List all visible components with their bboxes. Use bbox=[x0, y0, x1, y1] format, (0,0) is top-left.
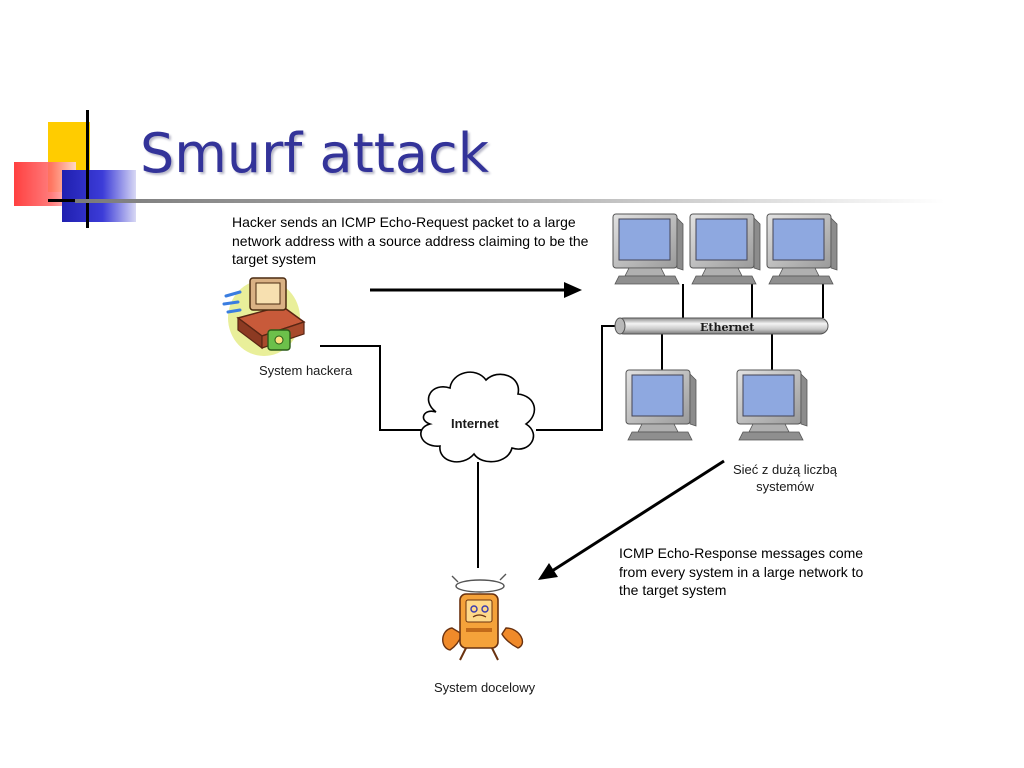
network-computer-icon bbox=[689, 213, 761, 285]
deco-blue-square bbox=[62, 170, 136, 222]
target-system-label: System docelowy bbox=[434, 680, 536, 695]
request-arrow-icon bbox=[370, 282, 582, 298]
network-computer-icon bbox=[766, 213, 838, 285]
request-note: Hacker sends an ICMP Echo-Request packet… bbox=[232, 214, 589, 267]
network-computer-icon bbox=[625, 369, 697, 441]
internet-to-ethernet-line bbox=[536, 325, 620, 431]
hacker-system-label: System hackera bbox=[259, 363, 353, 378]
ethernet-bus-end bbox=[614, 317, 626, 335]
hacker-computer-icon bbox=[222, 277, 306, 356]
ethernet-label: Ethernet bbox=[700, 321, 755, 334]
connection-lines bbox=[320, 284, 824, 568]
internet-label: Internet bbox=[451, 416, 499, 431]
response-arrow-icon bbox=[538, 459, 725, 580]
network-label: Sieć z dużą liczbą systemów bbox=[732, 462, 838, 494]
response-note: ICMP Echo-Response messages come from ev… bbox=[619, 545, 864, 598]
cloud-icon bbox=[420, 371, 536, 463]
title-rule bbox=[75, 199, 945, 203]
network-computer-icon bbox=[612, 213, 684, 285]
deco-vertical-line bbox=[86, 110, 89, 228]
dizzy-computer-icon bbox=[442, 573, 524, 661]
network-computer-icon bbox=[736, 369, 808, 441]
slide-title: Smurf attack bbox=[140, 122, 489, 185]
hacker-to-internet-line bbox=[320, 345, 428, 431]
